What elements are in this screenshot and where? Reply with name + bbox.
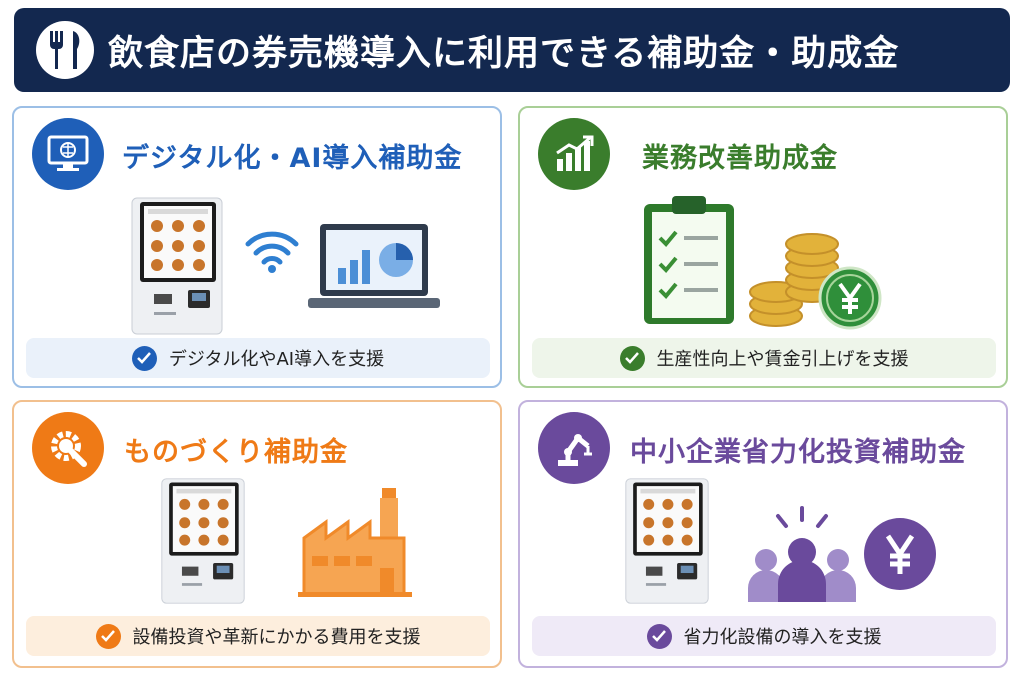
robot-arm-icon	[538, 412, 610, 484]
factory-icon	[298, 488, 412, 597]
header-banner: 飲食店の券売機導入に利用できる補助金・助成金	[14, 8, 1010, 92]
caption-bar: 生産性向上や賃金引上げを支援	[532, 338, 996, 378]
gear-wrench-icon	[32, 412, 104, 484]
card-monozukuri: ものづくり補助金 設備投資や革新にかかる費用を支援	[12, 400, 502, 668]
caption-bar: デジタル化やAI導入を支援	[26, 338, 490, 378]
check-icon	[619, 345, 645, 371]
card-caption: 省力化設備の導入を支援	[683, 627, 882, 648]
card-work-improvement: 業務改善助成金	[518, 106, 1008, 388]
ticket-machine	[625, 478, 709, 604]
card-labor-saving: 中小企業省力化投資補助金	[518, 400, 1008, 668]
ticket-machine	[161, 478, 245, 604]
people-group-icon	[748, 506, 856, 602]
laptop-chart-icon	[308, 224, 440, 308]
caption-bar: 設備投資や革新にかかる費用を支援	[26, 616, 490, 656]
card-caption: 生産性向上や賃金引上げを支援	[656, 349, 909, 370]
ticket-machine	[131, 197, 223, 335]
computer-brain-icon	[32, 118, 104, 190]
fork-knife-icon	[36, 21, 94, 79]
wifi-icon	[245, 231, 299, 273]
card-title: 業務改善助成金	[642, 143, 838, 174]
check-icon	[131, 345, 157, 371]
growth-chart-icon	[538, 118, 610, 190]
caption-bar: 省力化設備の導入を支援	[532, 616, 996, 656]
card-caption: デジタル化やAI導入を支援	[168, 349, 385, 370]
page-title: 飲食店の券売機導入に利用できる補助金・助成金	[108, 33, 900, 74]
card-digital-ai: デジタル化・AI導入補助金 デジ	[12, 106, 502, 388]
card-title: 中小企業省力化投資補助金	[630, 437, 966, 468]
yen-coin-icon	[864, 518, 936, 590]
card-title: ものづくり補助金	[124, 437, 348, 468]
clipboard-checklist-icon	[644, 196, 734, 324]
yen-coin-icon	[818, 266, 882, 330]
check-icon	[646, 623, 672, 649]
card-caption: 設備投資や革新にかかる費用を支援	[132, 627, 421, 648]
card-title: デジタル化・AI導入補助金	[122, 143, 463, 174]
check-icon	[95, 623, 121, 649]
